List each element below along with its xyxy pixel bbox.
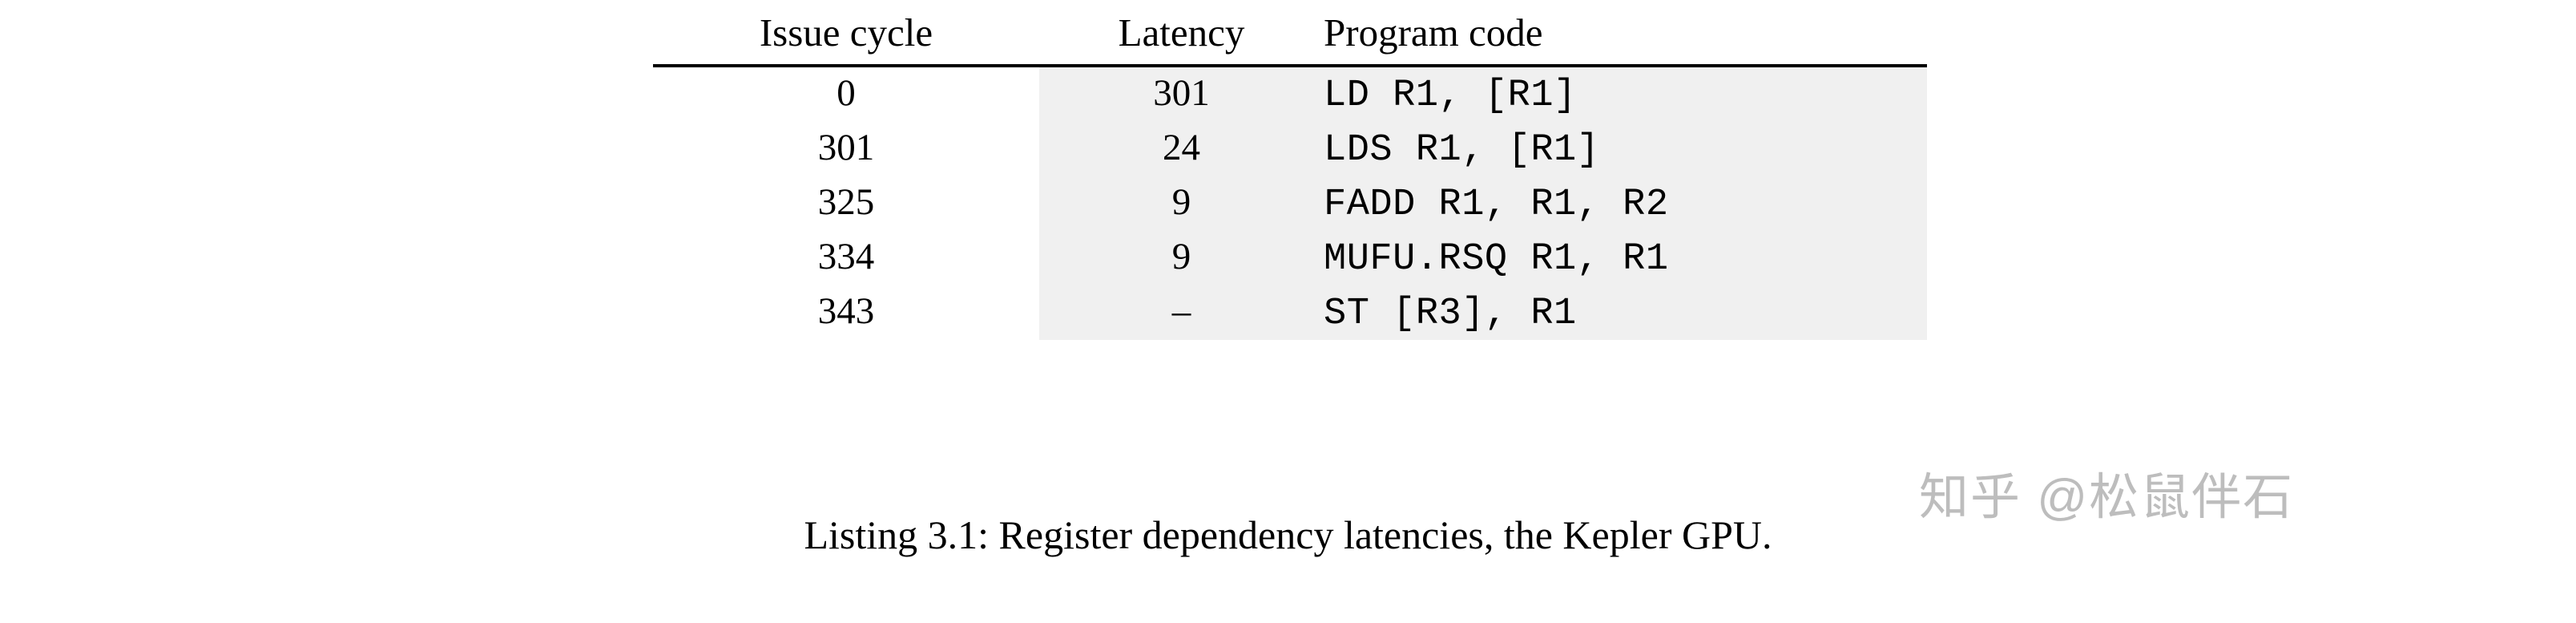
column-header-issue-cycle: Issue cycle — [653, 8, 1039, 67]
cell-latency: 24 — [1163, 127, 1200, 168]
cell-issue-cycle: 301 — [817, 127, 875, 168]
cell-program-code: LDS R1, [R1] — [1324, 129, 1600, 172]
listing-table-wrapper: Issue cycle Latency Program code 0 301 L… — [653, 8, 1927, 340]
cell-issue-cycle: 334 — [817, 236, 875, 277]
column-header-latency: Latency — [1039, 8, 1324, 67]
cell-program-code: LD R1, [R1] — [1324, 75, 1577, 117]
cell-latency: 9 — [1171, 181, 1191, 223]
table-row: 343 – ST [R3], R1 — [653, 285, 1927, 340]
table-body: 0 301 LD R1, [R1] 301 24 LDS R1, [R1] 32… — [653, 66, 1927, 340]
listing-caption: Listing 3.1: Register dependency latenci… — [804, 512, 1772, 557]
cell-latency: 9 — [1171, 236, 1191, 277]
table-row: 0 301 LD R1, [R1] — [653, 66, 1927, 122]
cell-program-code: FADD R1, R1, R2 — [1324, 184, 1669, 226]
cell-issue-cycle: 325 — [817, 181, 875, 223]
cell-latency: 301 — [1153, 72, 1210, 114]
listing-table: Issue cycle Latency Program code 0 301 L… — [653, 8, 1927, 340]
cell-program-code: ST [R3], R1 — [1324, 293, 1577, 335]
cell-issue-cycle: 343 — [817, 290, 875, 332]
table-row: 301 24 LDS R1, [R1] — [653, 122, 1927, 176]
cell-latency: – — [1171, 290, 1191, 332]
cell-program-code: MUFU.RSQ R1, R1 — [1324, 238, 1669, 281]
table-row: 334 9 MUFU.RSQ R1, R1 — [653, 231, 1927, 285]
zhihu-watermark: 知乎 @松鼠伴石 — [1919, 470, 2295, 525]
code-column-shading — [1039, 66, 1927, 340]
table-row: 325 9 FADD R1, R1, R2 — [653, 176, 1927, 231]
cell-issue-cycle: 0 — [836, 72, 856, 114]
table-header-row: Issue cycle Latency Program code — [653, 8, 1927, 67]
column-header-program-code: Program code — [1324, 8, 1927, 67]
